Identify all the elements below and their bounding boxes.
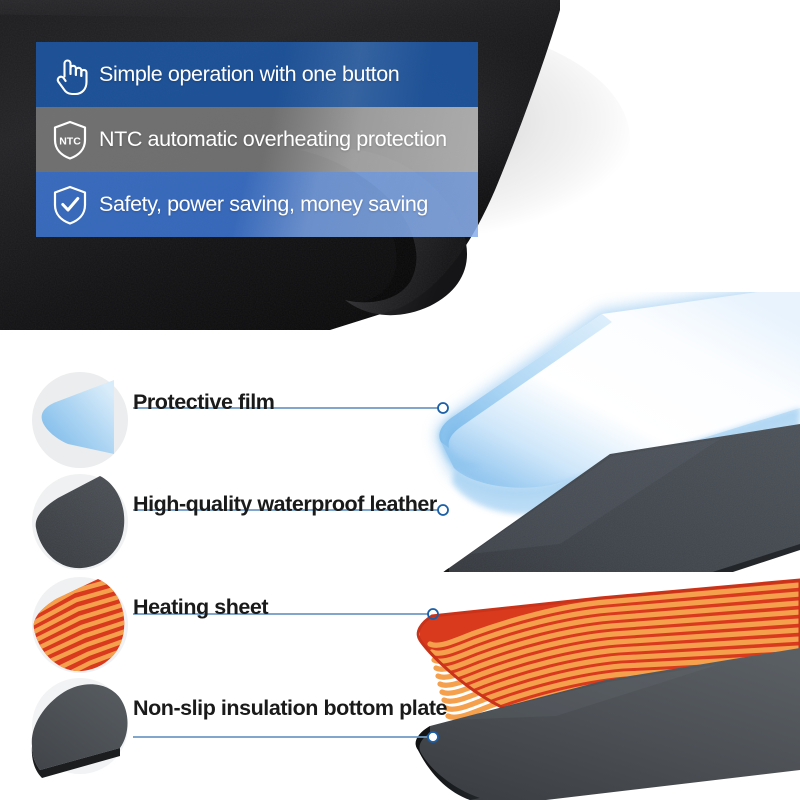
legend-label-protective-film: Protective film	[133, 390, 275, 414]
feature-bar-list: Simple operation with one button NTC NTC…	[36, 42, 478, 238]
ntc-icon-text: NTC	[59, 135, 81, 147]
film-edge-highlight	[439, 314, 612, 448]
bottom-plate-sheen	[452, 664, 720, 720]
exploded-layer-protective-film	[435, 292, 800, 515]
callout-lines	[133, 402, 449, 743]
legend-item-heating-sheet: Heating sheet	[0, 573, 460, 683]
hand-tap-icon	[50, 54, 90, 96]
callout-marker-waterproof-leather	[437, 504, 449, 516]
heating-trim-top	[0, 562, 800, 640]
bottom-plate-swatch-icon	[28, 674, 132, 778]
feature-label-one-button: Simple operation with one button	[99, 62, 400, 86]
legend-item-bottom-plate: Non-slip insulation bottom plate	[0, 674, 460, 784]
feature-label-safety-saving: Safety, power saving, money saving	[99, 192, 428, 216]
legend-label-waterproof-leather: High-quality waterproof leather	[133, 492, 437, 516]
film-underglow	[452, 408, 800, 515]
legend-item-protective-film: Protective film	[0, 368, 460, 478]
layer-legend-list: Protective film	[0, 330, 460, 800]
callout-marker-heating-sheet	[427, 608, 439, 620]
exploded-layer-bottom-plate	[415, 648, 800, 800]
leather-sheen	[470, 439, 720, 554]
ntc-shield-icon: NTC	[50, 119, 90, 161]
leather-swatch-icon	[28, 470, 132, 574]
legend-item-waterproof-leather: High-quality waterproof leather	[0, 470, 460, 580]
callout-marker-bottom-plate	[427, 731, 439, 743]
exploded-layers-illustration	[0, 292, 800, 800]
exploded-layer-diagram	[0, 292, 800, 800]
shield-check-icon	[50, 184, 90, 226]
feature-bar-one-button: Simple operation with one button	[36, 42, 478, 107]
feature-label-ntc-protection: NTC automatic overheating protection	[99, 127, 447, 151]
feature-bar-ntc-protection: NTC NTC automatic overheating protection	[36, 107, 478, 172]
protective-film-swatch-icon	[28, 368, 132, 472]
film-surface	[439, 292, 800, 488]
bottom-plate-surface	[415, 648, 800, 800]
film-tip	[439, 406, 484, 470]
legend-label-heating-sheet: Heating sheet	[133, 595, 269, 619]
heating-coil-swatch-icon	[28, 573, 132, 677]
feature-bar-safety-saving: Safety, power saving, money saving	[36, 172, 478, 237]
legend-label-bottom-plate: Non-slip insulation bottom plate	[133, 696, 448, 720]
bottom-plate-side-edge	[415, 726, 480, 800]
callout-marker-protective-film	[437, 402, 449, 414]
